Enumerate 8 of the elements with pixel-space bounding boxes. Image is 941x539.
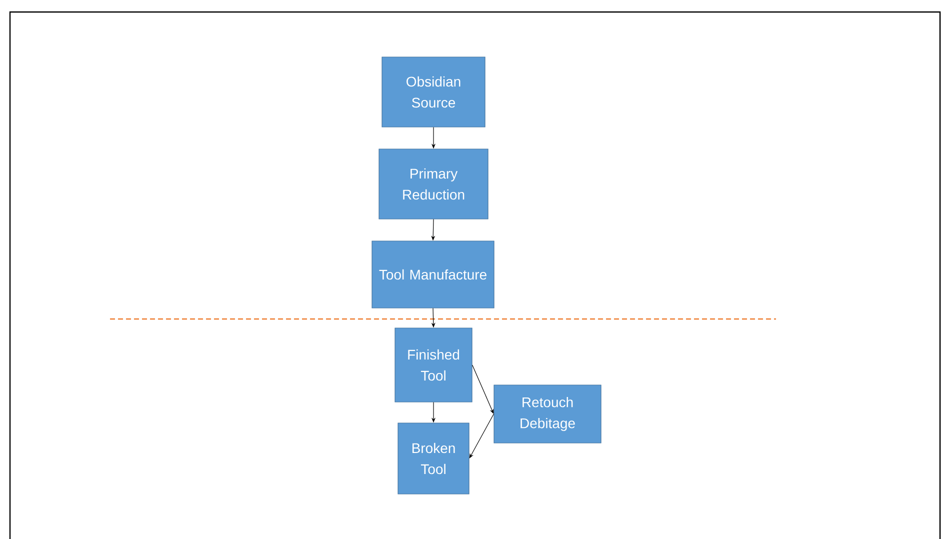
arrow <box>472 364 494 414</box>
process-box: Broken Tool <box>398 422 470 494</box>
arrow <box>469 414 494 458</box>
process-box: Retouch Debitage <box>494 384 602 444</box>
process-box: Obsidian Source <box>382 56 486 128</box>
process-box: Primary Reduction <box>378 148 488 220</box>
process-box: Finished Tool <box>394 328 472 402</box>
process-box: Tool Manufacture <box>372 240 494 308</box>
